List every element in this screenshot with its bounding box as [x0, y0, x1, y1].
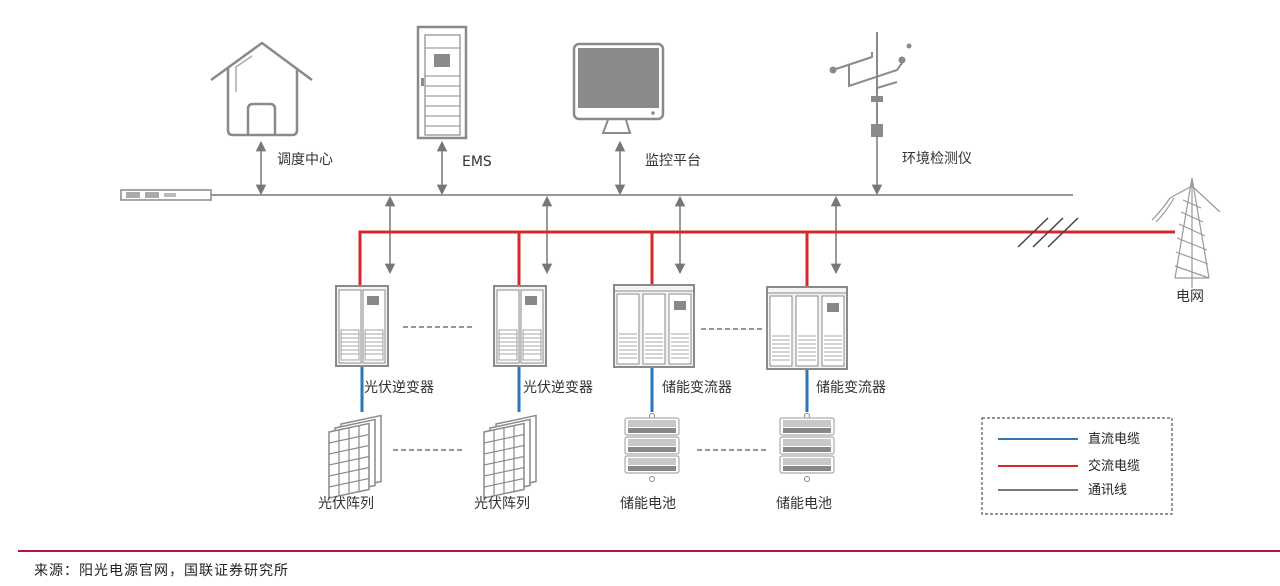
converter-label: 储能变流器: [662, 380, 732, 396]
weather-station-icon: [829, 32, 912, 137]
env-monitor-label: 环境检测仪: [902, 151, 972, 167]
source-label: 储能电池: [776, 496, 832, 512]
battery-rack-icon: [779, 413, 835, 482]
pcs-cabinet-icon: [766, 286, 848, 370]
dispatch-center-label: 调度中心: [277, 152, 333, 168]
pcs-cabinet-icon: [613, 284, 695, 368]
monitor-icon: [572, 42, 665, 134]
ems-cabinet-icon: [416, 25, 468, 140]
pv-array-icon: [328, 414, 382, 499]
battery-rack-icon: [624, 413, 680, 482]
converter-comm-links: [384, 195, 842, 275]
ac-bus: [358, 230, 1175, 288]
footer-divider: [18, 550, 1280, 552]
converter-label: 储能变流器: [816, 380, 886, 396]
monitoring-platform-label: 监控平台: [645, 153, 701, 169]
converter-label: 光伏逆变器: [364, 380, 434, 396]
source-label: 光伏阵列: [474, 496, 530, 512]
three-phase-mark: [1017, 217, 1079, 248]
source-note: 来源：阳光电源官网，国联证券研究所: [34, 563, 289, 579]
pv-panel: [483, 422, 525, 499]
house-icon: [210, 41, 313, 137]
dc-links: [360, 367, 809, 412]
legend-label-ac: 交流电缆: [1088, 458, 1140, 474]
ems-label: EMS: [462, 154, 492, 170]
pv-inverter-icon: [335, 285, 389, 367]
source-label: 储能电池: [620, 496, 676, 512]
legend-label-comm: 通讯线: [1088, 483, 1127, 498]
converter-label: 光伏逆变器: [523, 380, 593, 396]
legend: 直流电缆 交流电缆 通讯线: [981, 417, 1173, 515]
pv-array-icon: [483, 414, 537, 499]
pv-panel: [328, 422, 370, 499]
transmission-tower-icon: [1151, 177, 1221, 288]
legend-label-dc: 直流电缆: [1088, 431, 1140, 447]
network-switch-icon: [120, 189, 212, 201]
pv-inverter-icon: [493, 285, 547, 367]
source-label: 光伏阵列: [318, 496, 374, 512]
grid-label: 电网: [1176, 289, 1204, 305]
